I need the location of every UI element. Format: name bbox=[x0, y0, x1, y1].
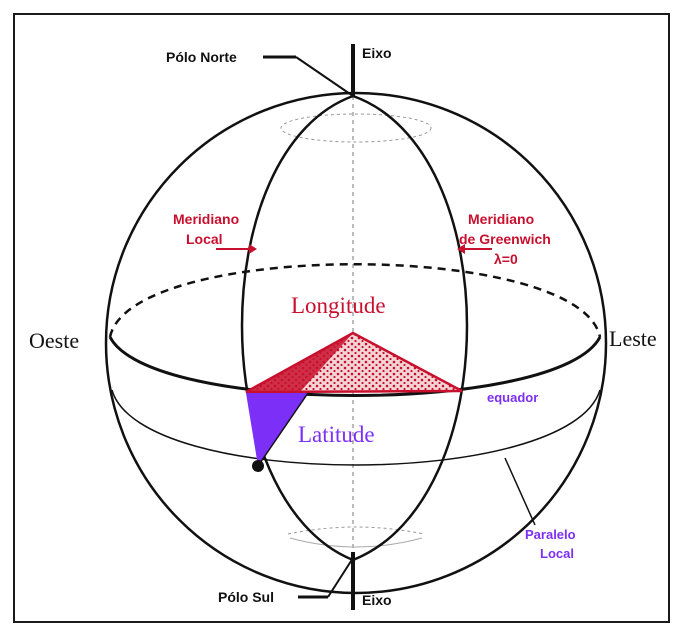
sphere-outline bbox=[104, 91, 608, 595]
south-polar-circle bbox=[287, 526, 425, 535]
meridian-greenwich bbox=[352, 94, 469, 562]
longitude-label: Longitude bbox=[291, 293, 386, 318]
eixo-top-label: Eixo bbox=[362, 45, 392, 61]
meridiano-local-label-2: Local bbox=[186, 231, 223, 247]
north-polar-circle bbox=[280, 113, 432, 143]
greenwich-label-1: Meridiano bbox=[468, 211, 534, 227]
equator-front bbox=[108, 336, 602, 397]
lambda-label: λ=0 bbox=[494, 251, 518, 267]
meridiano-local-arrowhead bbox=[249, 244, 257, 254]
equador-label: equador bbox=[487, 390, 538, 405]
latitude-label: Latitude bbox=[298, 422, 375, 447]
polo-norte-label: Pólo Norte bbox=[166, 49, 237, 65]
leste-label: Leste bbox=[609, 326, 657, 351]
paralelo-local-leader bbox=[504, 457, 536, 526]
meridian-local bbox=[240, 94, 354, 562]
meridiano-local-label-1: Meridiano bbox=[173, 211, 239, 227]
south-pole-leader-diag bbox=[327, 557, 354, 598]
polo-sul-label: Pólo Sul bbox=[218, 589, 274, 605]
latitude-radius bbox=[257, 392, 309, 467]
greenwich-arrowhead bbox=[457, 244, 465, 254]
eixo-bottom-label: Eixo bbox=[362, 592, 392, 608]
longitude-sector-left bbox=[246, 333, 353, 392]
south-polar-circle-front bbox=[289, 537, 423, 548]
greenwich-label-2: de Greenwich bbox=[459, 231, 551, 247]
parallel-local bbox=[111, 389, 601, 466]
north-pole-leader-diag bbox=[295, 56, 354, 97]
paralelo-local-label-1: Paralelo bbox=[525, 527, 576, 542]
latitude-sector bbox=[246, 393, 308, 466]
oeste-label: Oeste bbox=[29, 328, 79, 353]
equator-back bbox=[108, 263, 602, 338]
local-point bbox=[252, 460, 264, 472]
diagram-frame bbox=[13, 13, 670, 623]
paralelo-local-label-2: Local bbox=[540, 546, 574, 561]
